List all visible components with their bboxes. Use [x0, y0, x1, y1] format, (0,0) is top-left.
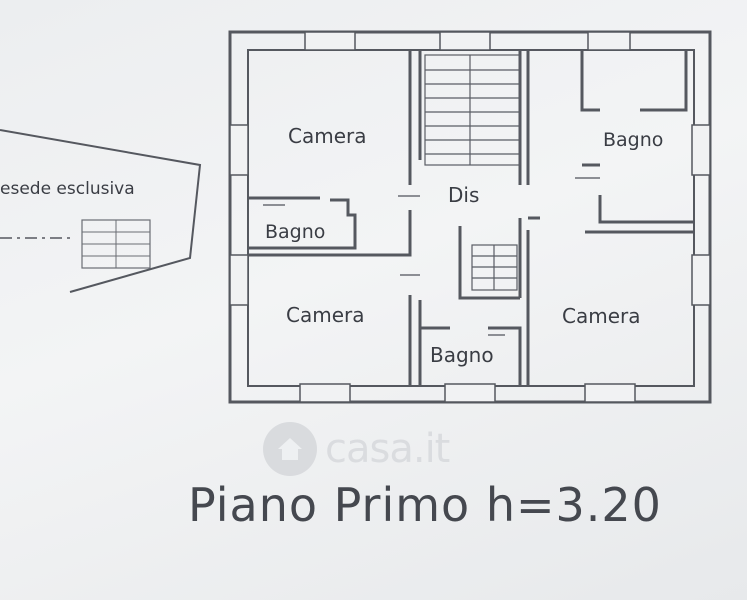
casa-it-watermark: casa.it [263, 420, 450, 478]
small-staircase [471, 244, 518, 291]
room-label-camera-top-left: Camera [288, 124, 367, 148]
room-label-camera-bottom-left: Camera [286, 303, 365, 327]
room-label-bagno-center: Bagno [430, 343, 494, 367]
door-marks [263, 177, 600, 336]
watermark-brand: casa.it [325, 426, 450, 472]
staircase [424, 54, 521, 166]
room-label-camera-right: Camera [562, 304, 641, 328]
house-icon [263, 422, 317, 476]
floor-caption: Piano Primo h=3.20 [188, 478, 662, 532]
room-label-bagno-top-right: Bagno [603, 129, 663, 151]
room-label-dis: Dis [448, 183, 479, 207]
room-label-bagno-left: Bagno [265, 221, 325, 243]
terrace-outline [0, 129, 202, 293]
windows [229, 31, 711, 403]
terrace-label: esede esclusiva [0, 179, 135, 199]
interior-walls [248, 50, 694, 386]
